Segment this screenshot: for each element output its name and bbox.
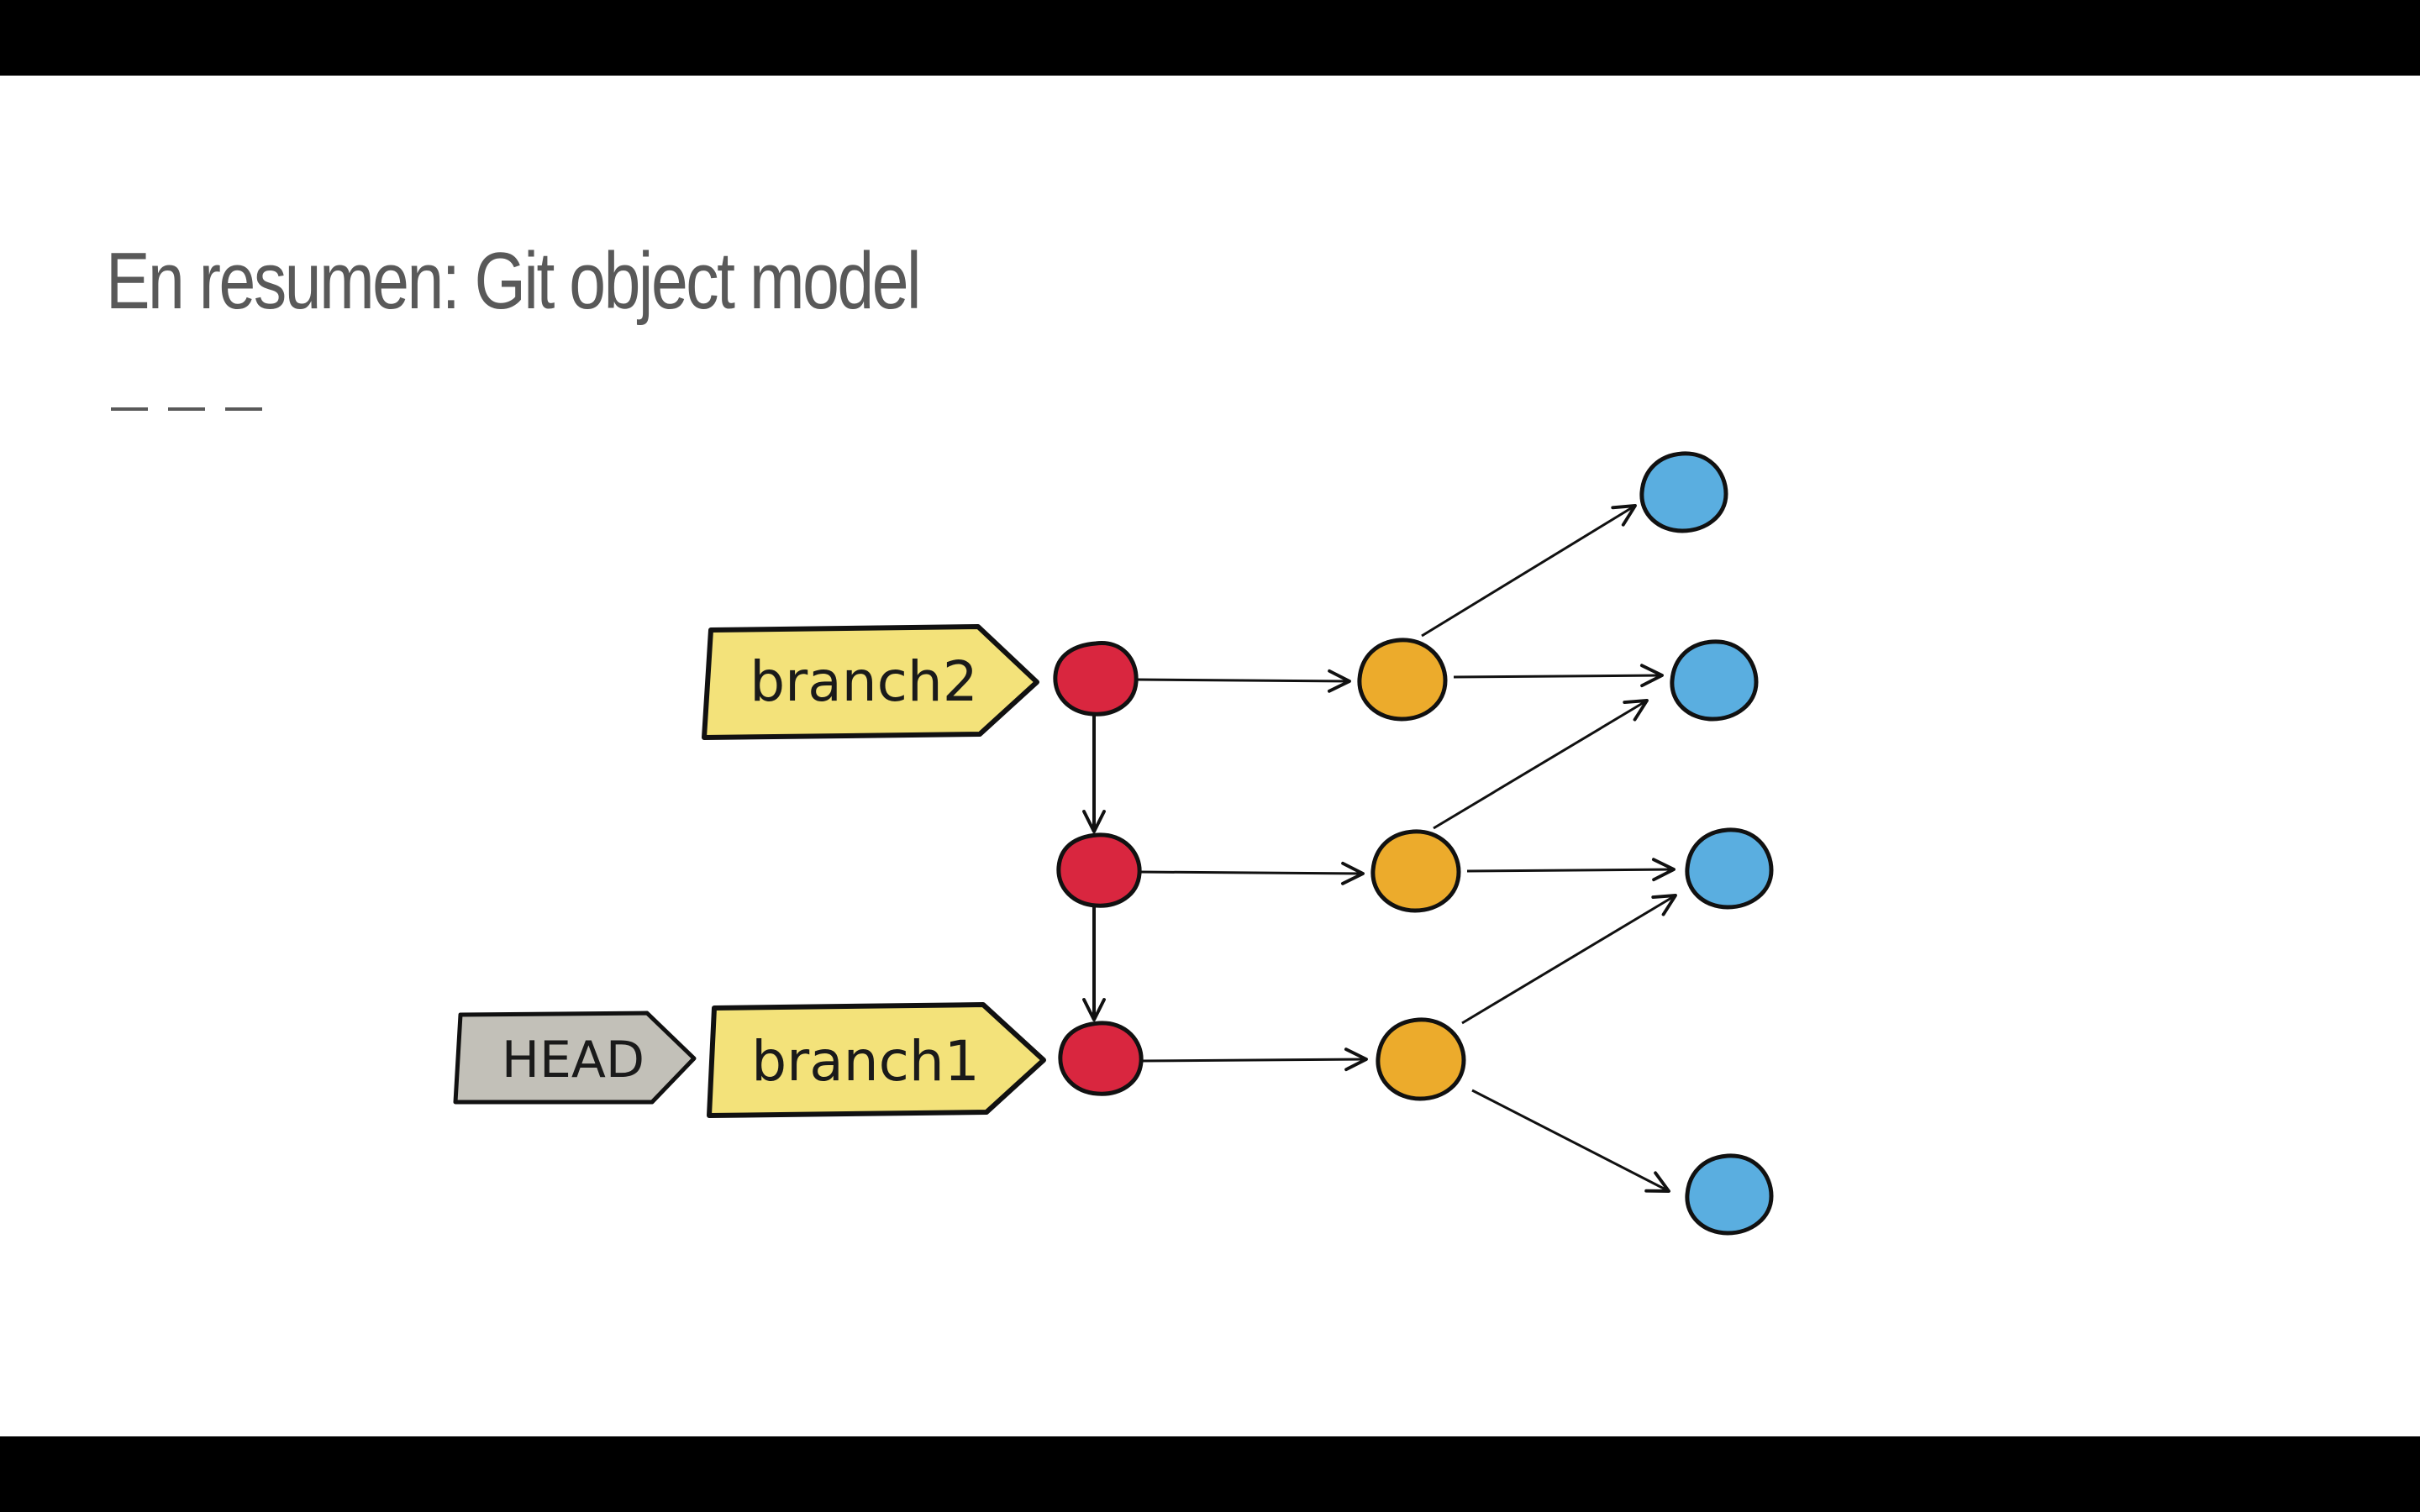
blob-node-1	[1639, 451, 1728, 533]
branch2-ref-tag: branch2	[702, 624, 1039, 740]
tree-blob-link-1	[1421, 504, 1637, 638]
blob-node-2	[1670, 639, 1759, 722]
branch1-ref-label: branch1	[751, 1029, 979, 1094]
tree-node-3	[1376, 1017, 1466, 1101]
slide: En resumen: Git object model HEAD	[0, 76, 2420, 1436]
blob-node-4	[1685, 1153, 1774, 1236]
tree-blob-link-3	[1433, 699, 1649, 830]
commit-node-3	[1058, 1021, 1144, 1096]
branch2-ref-label: branch2	[750, 649, 977, 714]
tree-blob-link-5	[1461, 894, 1677, 1025]
head-ref-label: HEAD	[502, 1031, 644, 1089]
title-underline	[111, 407, 271, 411]
tree-blob-link-6	[1471, 1089, 1670, 1193]
head-ref-tag: HEAD	[453, 1011, 697, 1105]
git-object-model-diagram: HEAD branch2 branch1	[453, 451, 1774, 1236]
commit-tree-link-1	[1135, 669, 1351, 693]
tree-node-1	[1357, 638, 1448, 722]
slide-title: En resumen: Git object model	[106, 236, 922, 326]
commit-tree-link-2	[1139, 861, 1365, 885]
blob-node-3	[1685, 827, 1774, 910]
branch1-ref-tag: branch1	[707, 1002, 1046, 1118]
commit-tree-link-3	[1140, 1047, 1368, 1072]
commit-node-1	[1053, 641, 1139, 717]
commit-node-2	[1056, 832, 1142, 908]
tree-blob-link-2	[1453, 664, 1664, 688]
tree-blob-link-4	[1466, 858, 1676, 882]
letterbox-bottom	[0, 1436, 2420, 1512]
letterbox-top	[0, 0, 2420, 76]
tree-node-2	[1370, 829, 1461, 913]
